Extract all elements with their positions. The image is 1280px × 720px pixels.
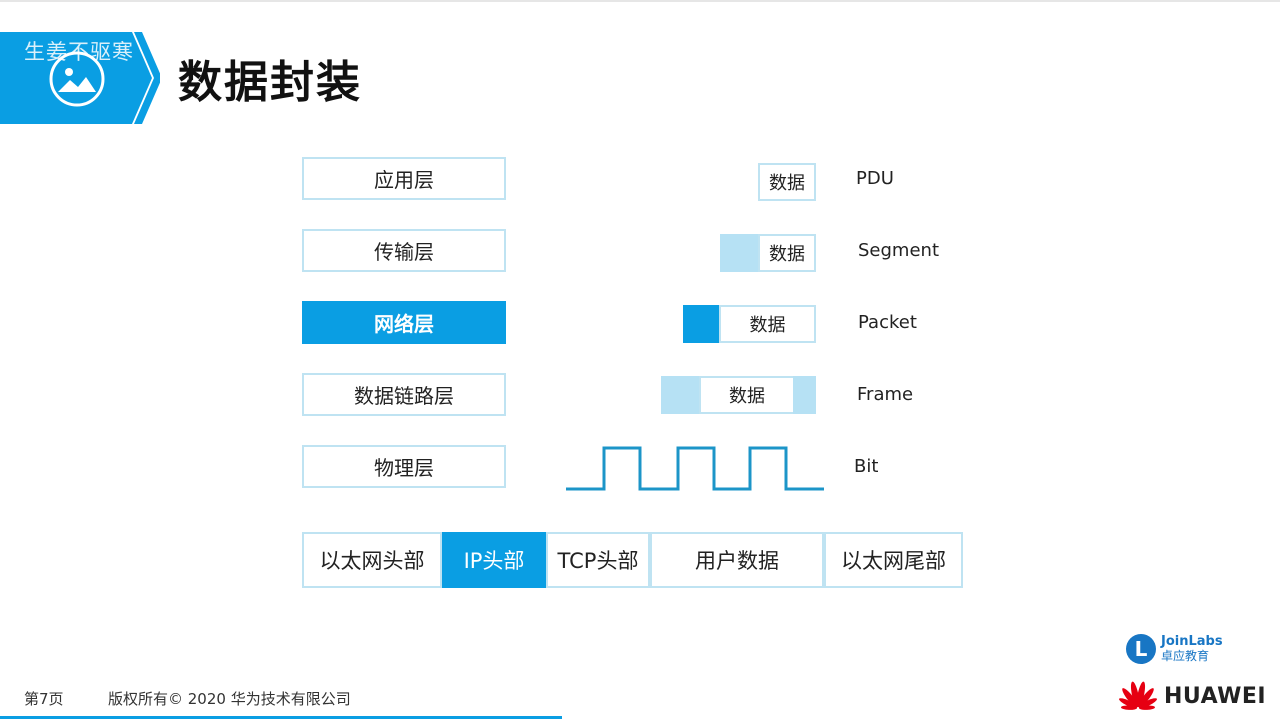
page-title: 数据封装: [178, 57, 362, 108]
layer-transport: 传输层: [302, 229, 506, 272]
footer-accent-line: [0, 716, 562, 719]
frame-data-box: 数据: [699, 376, 795, 414]
huawei-logo: HUAWEI: [1118, 680, 1266, 712]
packet-header: [683, 305, 721, 343]
layer-physical: 物理层: [302, 445, 506, 488]
segment-ethernet-trailer: 以太网尾部: [824, 532, 963, 588]
segment-ip-header: IP头部: [442, 532, 546, 588]
packet-label: Packet: [858, 312, 917, 333]
bit-label: Bit: [854, 456, 879, 477]
joinlabs-logo: L JoinLabs 卓应教育: [1126, 634, 1223, 664]
joinlabs-name: JoinLabs: [1161, 634, 1223, 649]
layer-data-link: 数据链路层: [302, 373, 506, 416]
huawei-wordmark: HUAWEI: [1164, 683, 1267, 709]
page-number: 第7页: [24, 690, 64, 708]
pdu-label: PDU: [856, 168, 894, 189]
packet-data-box: 数据: [719, 305, 816, 343]
segment-data-box: 数据: [758, 234, 816, 272]
copyright-notice: 版权所有© 2020 华为技术有限公司: [108, 690, 351, 708]
segment-user-data: 用户数据: [650, 532, 824, 588]
layer-application: 应用层: [302, 157, 506, 200]
header-badge: [0, 32, 160, 124]
joinlabs-cn-name: 卓应教育: [1161, 649, 1210, 663]
segment-header: [720, 234, 760, 272]
layer-network: 网络层: [302, 301, 506, 344]
badge-shape: [0, 32, 160, 124]
segment-ethernet-header: 以太网头部: [302, 532, 442, 588]
segment-label: Segment: [858, 240, 939, 261]
picture-icon: [49, 51, 105, 107]
frame-header: [661, 376, 701, 414]
frame-trailer: [793, 376, 816, 414]
top-border-line: [0, 0, 1280, 2]
pdu-data-box: 数据: [758, 163, 816, 201]
huawei-petal-icon: [1119, 681, 1157, 710]
frame-label: Frame: [857, 384, 914, 405]
bit-signal-waveform: [566, 446, 824, 491]
joinlabs-mark: L: [1126, 634, 1156, 664]
segment-tcp-header: TCP头部: [546, 532, 650, 588]
